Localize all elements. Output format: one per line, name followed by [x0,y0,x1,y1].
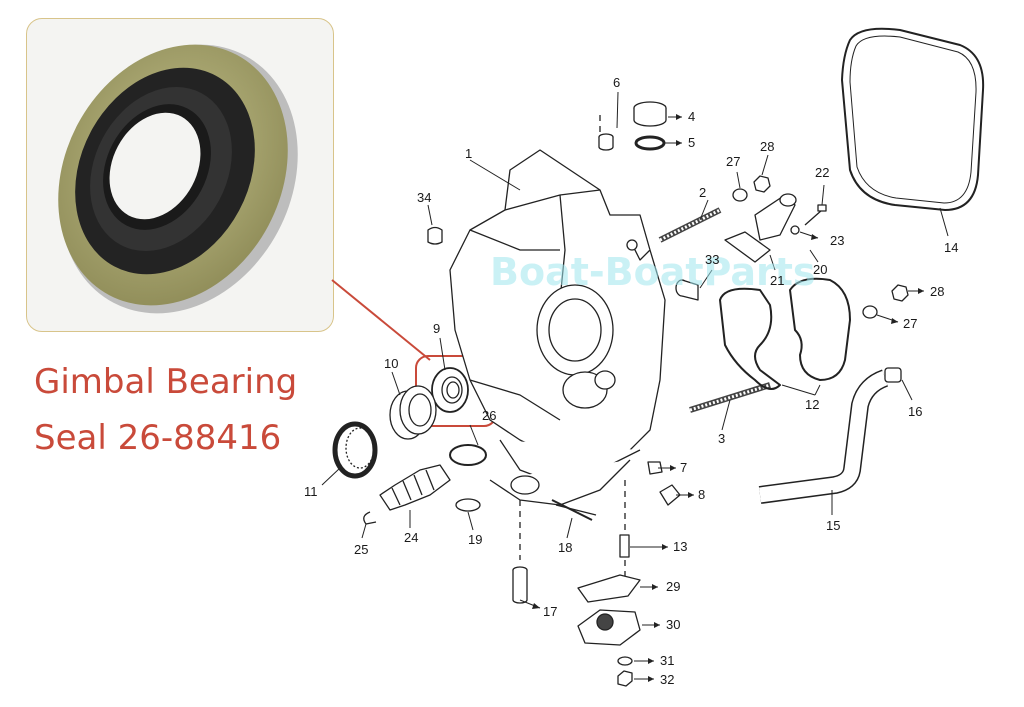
part-label: 28 [930,284,944,299]
nut-part-28-a [753,175,771,193]
part-label: 1 [465,146,472,161]
clamp-part-26 [449,444,487,466]
nut-part-32 [617,670,633,687]
part-label: 4 [688,109,695,124]
fitting-part-7 [647,461,663,475]
plug-part-34 [427,226,443,245]
part-label: 12 [805,397,819,412]
gimbal-bearing-seal-photo [58,44,298,314]
elbow-fitting-part-20 [754,193,797,241]
bellows-boot-part-24 [379,464,451,511]
part-label: 33 [705,252,719,267]
part-label: 10 [384,356,398,371]
seal-photo-frame [26,18,334,332]
gasket-part-21 [724,231,771,263]
stud-part-2 [658,207,722,243]
cotter-pin-part-18 [551,499,597,521]
part-label: 28 [760,139,774,154]
part-label: 5 [688,135,695,150]
part-label: 6 [613,75,620,90]
ring-part-5 [634,135,666,151]
part-label: 2 [699,185,706,200]
gimbal-seal-part-9[interactable] [431,367,469,413]
bolt-part-22 [804,204,827,226]
gasket-part-14 [841,27,985,211]
part-label: 22 [815,165,829,180]
part-label: 24 [404,530,418,545]
part-label: 17 [543,604,557,619]
pin-part-6 [598,133,614,151]
part-label: 34 [417,190,431,205]
part-number-labels: 1 2 3 4 5 6 7 8 9 10 11 12 13 14 15 16 1… [304,75,958,687]
clip-part-25 [363,511,377,525]
seal-pair-part-12 [719,277,851,390]
washer-part-23 [790,225,800,235]
stud-part-3 [689,382,771,413]
leader-arrowheads [532,114,924,682]
part-label: 18 [558,540,572,555]
part-label: 3 [718,431,725,446]
part-label: 15 [826,518,840,533]
part-label: 23 [830,233,844,248]
washer-part-31 [617,656,633,666]
part-label: 7 [680,460,687,475]
callout-line-1: Gimbal Bearing [34,362,298,402]
watermark-text: Boat-BoatParts [490,250,816,294]
housing-part-30 [577,609,641,646]
part-label: 26 [482,408,496,423]
part-label: 8 [698,487,705,502]
part-label: 13 [673,539,687,554]
gasket-part-29 [577,574,641,603]
gimbal-housing-part-1 [449,149,666,506]
bearing-part-10 [389,385,437,440]
callout-leader-line [331,279,431,361]
bushing-part-33 [675,279,699,301]
washer-part-19 [455,498,481,512]
part-label: 27 [726,154,740,169]
stud-part-13 [619,534,630,558]
part-label: 21 [770,273,784,288]
washer-part-27-b [862,305,878,319]
part-label: 16 [908,404,922,419]
part-label: 19 [468,532,482,547]
part-label: 14 [944,240,958,255]
part-label: 32 [660,672,674,687]
nut-part-28-b [891,284,909,302]
part-label: 29 [666,579,680,594]
bushing-part-4 [633,101,667,127]
ring-part-11 [332,421,378,479]
part-label: 9 [433,321,440,336]
part-label: 20 [813,262,827,277]
fitting-part-16 [884,367,902,383]
part-label: 31 [660,653,674,668]
washer-part-27-a [732,188,748,202]
hose-part-15 [758,369,889,504]
part-label: 27 [903,316,917,331]
pin-part-17 [512,566,528,604]
part-label: 30 [666,617,680,632]
callout-line-2: Seal 26-88416 [34,418,282,458]
part-label: 25 [354,542,368,557]
part-label: 11 [304,484,318,499]
